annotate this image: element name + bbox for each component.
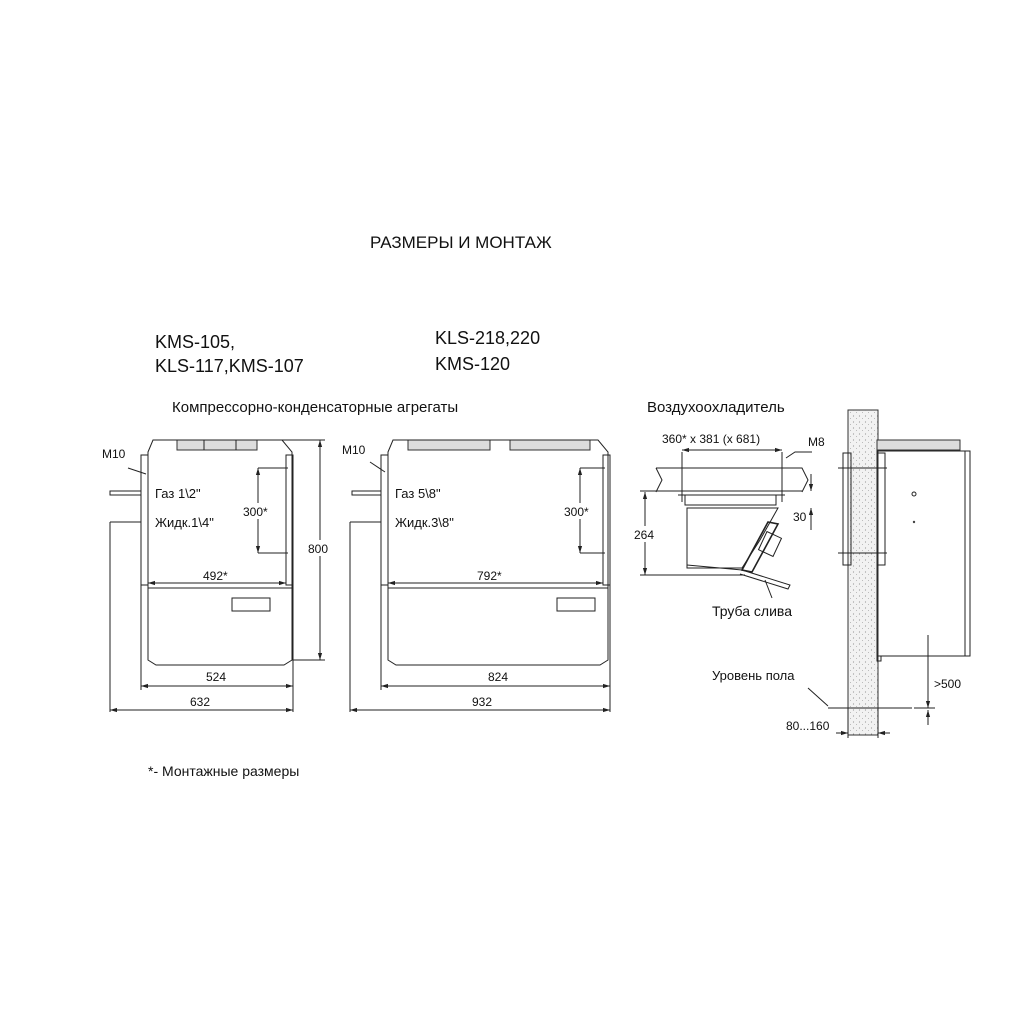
unit-1-height: 800 [308,542,328,556]
unit-1-mount-v: 300* [243,505,268,519]
models-left-2: KLS-117,KMS-107 [155,356,304,376]
subtitle-cooler: Воздухоохладитель [647,399,785,416]
unit-2-liquid: Жидк.3\8" [395,515,454,530]
cooler-gap: 30 [793,510,807,524]
cooler-drain: Труба слива [712,603,792,619]
unit-1-drawing [109,439,325,713]
clearance-label: >500 [934,677,961,691]
page-title: РАЗМЕРЫ И МОНТАЖ [370,233,552,252]
unit-1-width-total: 632 [190,695,210,709]
cooler-height: 264 [634,528,654,542]
wall-mount-drawing [807,409,971,738]
cooler-dims: 360* x 381 (x 681) [662,432,760,446]
models-left-1: KMS-105, [155,332,235,352]
unit-1-gas: Газ 1\2" [155,486,201,501]
air-cooler-drawing [640,447,814,599]
unit-2-gas: Газ 5\8" [395,486,441,501]
cooler-bolt: M8 [808,435,825,449]
footnote: *- Монтажные размеры [148,763,299,779]
unit-2-mount-h: 792* [477,569,502,583]
subtitle-units: Компрессорно-конденсаторные агрегаты [172,399,458,416]
unit-1-bolt: M10 [102,447,126,461]
models-right-1: KLS-218,220 [435,328,540,348]
unit-2-drawing [349,439,611,713]
unit-1-mount-h: 492* [203,569,228,583]
unit-2-bolt: M10 [342,443,366,457]
unit-2-width-body: 824 [488,670,508,684]
unit-1-width-body: 524 [206,670,226,684]
models-right-2: KMS-120 [435,354,510,374]
unit-1-liquid: Жидк.1\4" [155,515,214,530]
floor-level-label: Уровень пола [712,668,795,683]
wall-thickness-label: 80...160 [786,719,830,733]
unit-2-mount-v: 300* [564,505,589,519]
unit-2-width-total: 932 [472,695,492,709]
